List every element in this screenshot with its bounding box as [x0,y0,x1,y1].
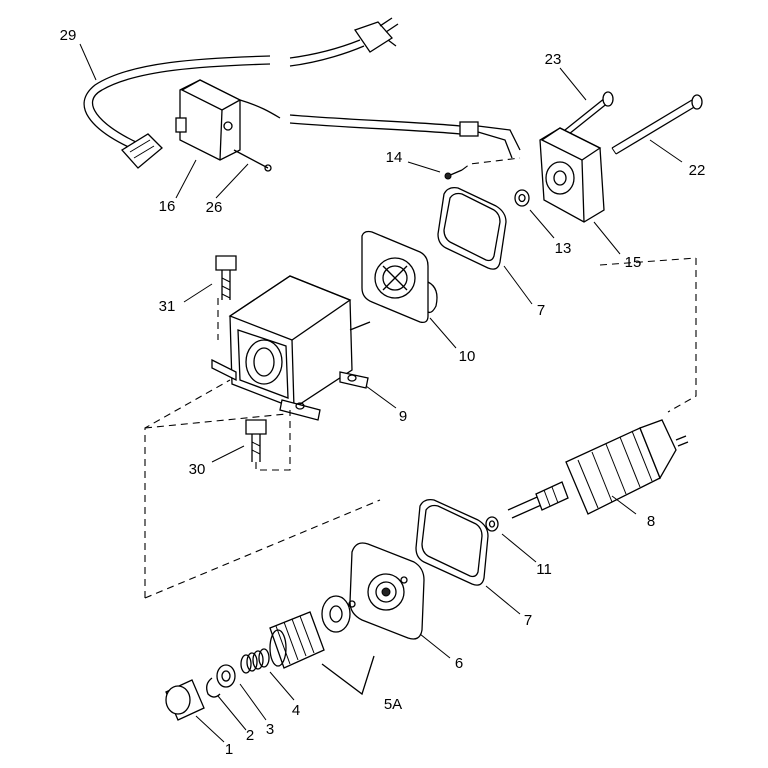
through-bolt-22 [611,94,703,155]
assembly-boundary [144,257,697,599]
spring [240,648,270,674]
motor-frame [211,275,371,421]
drive-collar [321,595,356,633]
power-cord [83,17,399,169]
callout-16: 16 [158,198,176,215]
end-cap [539,127,605,223]
through-bolt-23 [564,91,614,135]
callout-8: 8 [646,513,656,530]
brush-plate [361,230,438,324]
callout-3: 3 [265,721,275,738]
drive-end-cap [349,542,425,640]
callout-23: 23 [544,51,562,68]
callout-9: 9 [398,408,408,425]
plug [353,17,399,53]
callout-29: 29 [59,27,77,44]
end-cap-1 [165,679,205,721]
callout-10: 10 [458,348,476,365]
callout-5A: 5A [383,696,403,713]
washer-11 [485,516,499,532]
callout-7-lower: 7 [523,612,533,629]
callout-13: 13 [554,240,572,257]
callout-14: 14 [385,149,403,166]
callout-2: 2 [245,727,255,744]
armature [507,419,689,519]
callout-11: 11 [536,561,552,578]
washer-13 [514,189,530,207]
gasket-lower [415,498,489,586]
callout-15: 15 [624,254,642,271]
callout-1: 1 [224,741,234,758]
callout-7-upper: 7 [536,302,546,319]
pinion-gear [269,611,325,669]
callout-4: 4 [291,702,301,719]
bolt-31 [215,255,237,340]
callout-22: 22 [688,162,706,179]
snap-ring [206,677,221,698]
drive-assembly [269,595,375,696]
bolt-30 [245,410,291,471]
callout-26: 26 [205,199,223,216]
cord-strain-relief [120,133,163,169]
gasket-upper [437,186,507,270]
retainer [216,664,236,688]
switch-box [175,79,272,172]
callout-31: 31 [158,298,176,315]
callout-6: 6 [454,655,464,672]
callout-30: 30 [188,461,206,478]
lead-wire [239,99,521,159]
leader-lines [79,43,683,743]
screw-14 [444,157,521,180]
